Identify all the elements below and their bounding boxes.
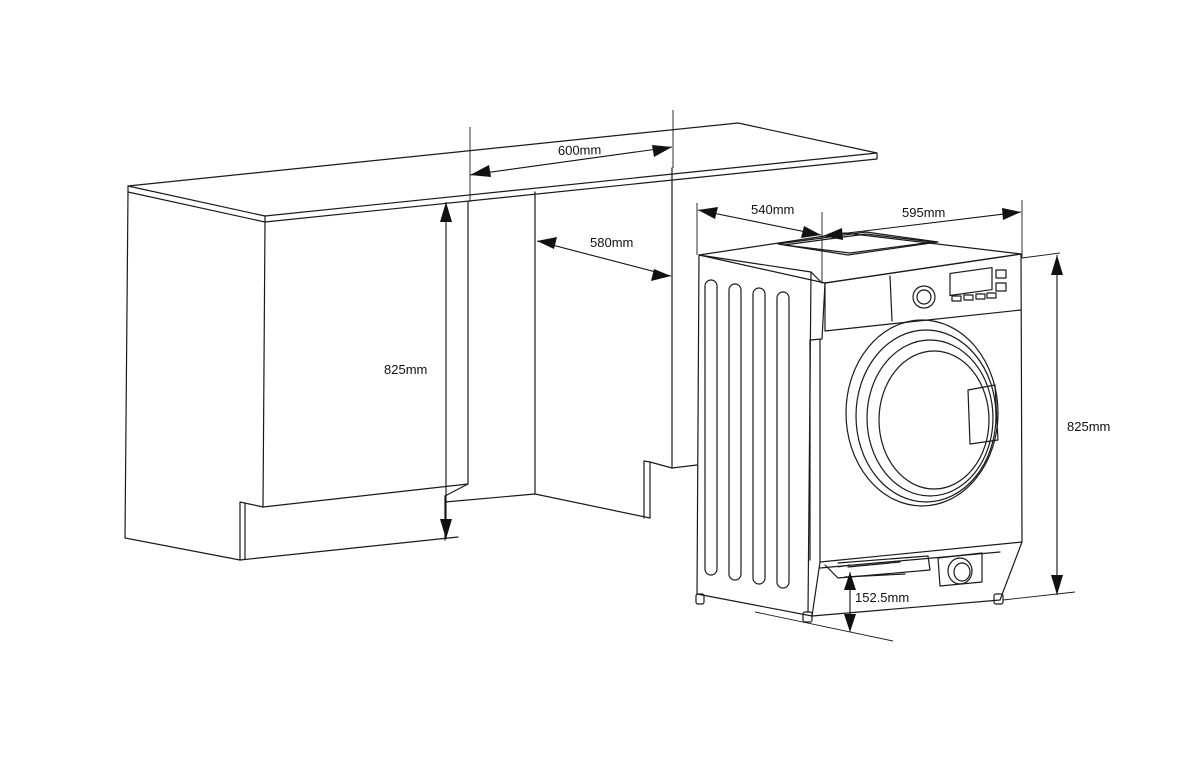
cabinet-height-label: 825mm [384, 362, 427, 377]
dimension-lines [440, 145, 1063, 632]
washing-machine [695, 200, 1076, 642]
cabinet-depth-label: 580mm [590, 235, 633, 250]
cabinet-outline [124, 110, 878, 561]
machine-width-label: 595mm [902, 205, 945, 220]
machine-depth-label: 540mm [751, 202, 794, 217]
machine-height-label: 825mm [1067, 419, 1110, 434]
cabinet-width-label: 600mm [558, 142, 602, 158]
plinth-height-label: 152.5mm [855, 590, 909, 605]
dimension-labels: 600mm 580mm 825mm 540mm 595mm 825mm 152.… [384, 142, 1110, 605]
